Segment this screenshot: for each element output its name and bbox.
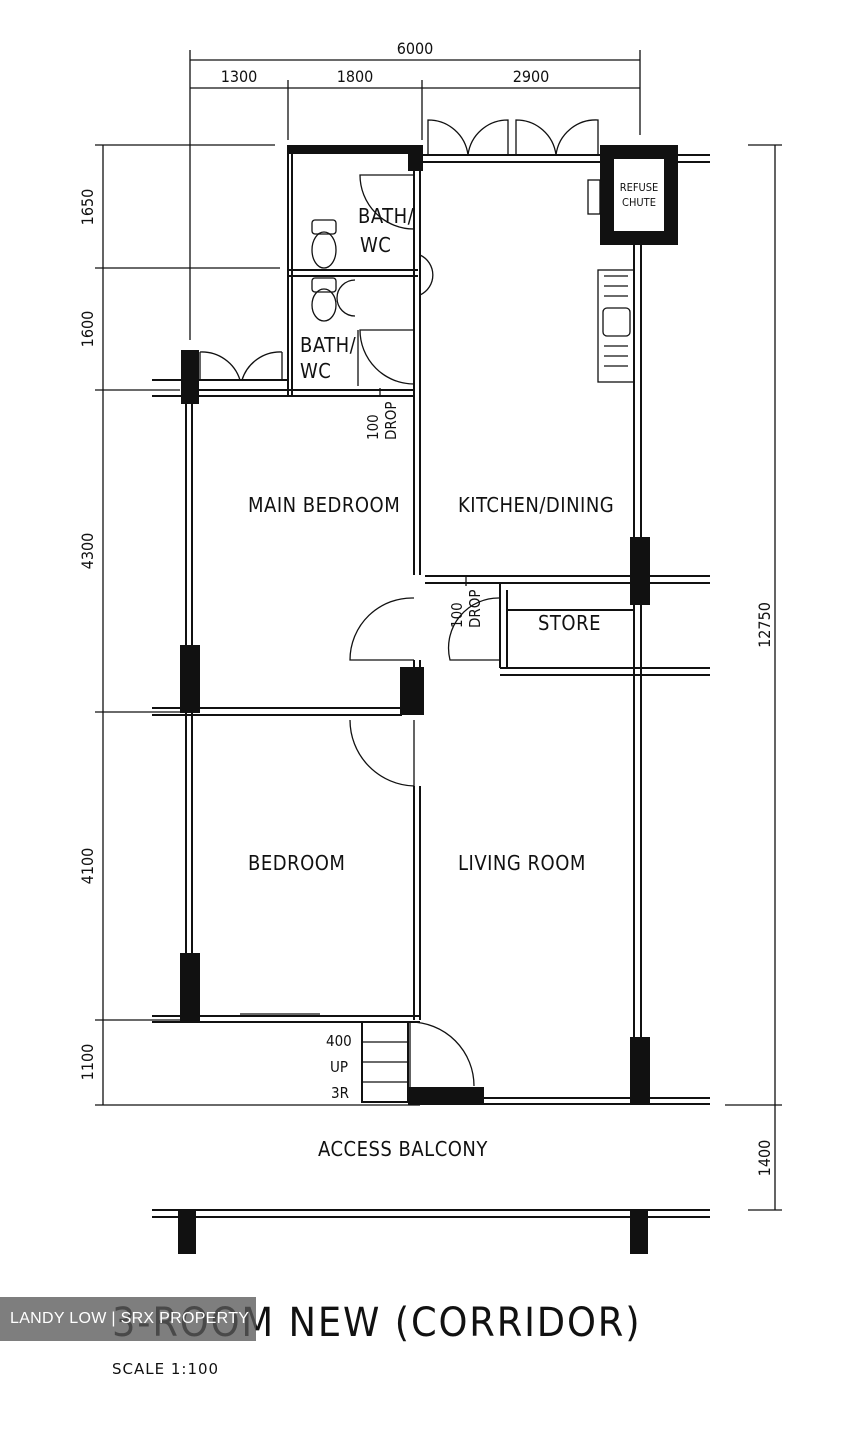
label-bath-1-line1: BATH/	[358, 204, 415, 228]
basin-kitchen	[419, 254, 434, 296]
dim-width-2: 1800	[337, 67, 374, 86]
label-drop-2-text: DROP	[466, 589, 484, 628]
label-main-bedroom: MAIN BEDROOM	[248, 493, 400, 517]
label-bath-1-line2: WC	[360, 233, 391, 257]
doors	[199, 119, 599, 1087]
dim-width-3: 2900	[513, 67, 550, 86]
dim-width-1: 1300	[221, 67, 258, 86]
label-access-balcony: ACCESS BALCONY	[318, 1137, 488, 1161]
dim-total-width: 6000	[397, 39, 434, 58]
label-kitchen-dining: KITCHEN/DINING	[458, 493, 614, 517]
dim-height-4: 4100	[78, 848, 97, 885]
toilet-2	[311, 277, 337, 322]
dim-height-3: 4300	[78, 533, 97, 570]
kitchen-sink	[597, 269, 635, 383]
dim-height-1: 1650	[78, 189, 97, 226]
watermark-banner: LANDY LOW | SRX PROPERTY	[0, 1297, 256, 1341]
dim-total-height: 12750	[755, 602, 774, 648]
toilet-1	[311, 219, 337, 269]
right-dimensions: 12750 1400	[725, 144, 782, 1211]
label-drop-1-value: 100	[364, 414, 382, 440]
label-refuse-chute-line2: CHUTE	[622, 196, 656, 209]
label-drop-2-value: 100	[448, 602, 466, 628]
label-bedroom: BEDROOM	[248, 851, 345, 875]
label-store: STORE	[538, 611, 601, 635]
left-dimensions: 1650 1600 4300 4100 1100	[78, 144, 420, 1106]
label-step-up: UP	[330, 1058, 348, 1076]
floor-plan-drawing: 6000 1300 1800 2900 1650 1600 4300 4100 …	[78, 39, 782, 1254]
label-drop-1-text: DROP	[382, 401, 400, 440]
plan-scale: SCALE 1:100	[112, 1360, 220, 1378]
room-labels: BATH/ WC BATH/ WC 100 DROP MAIN BEDROOM …	[248, 181, 658, 1161]
refuse-hopper	[587, 179, 601, 215]
label-step-height: 400	[326, 1032, 352, 1050]
fixtures	[311, 179, 635, 586]
label-refuse-chute-line1: REFUSE	[620, 181, 659, 194]
dim-height-5: 1100	[78, 1044, 97, 1081]
dim-height-6: 1400	[755, 1140, 774, 1177]
label-step-risers: 3R	[331, 1084, 349, 1102]
basin-bath	[336, 279, 356, 317]
label-bath-2-line2: WC	[300, 359, 331, 383]
label-bath-2-line1: BATH/	[300, 333, 357, 357]
dim-height-2: 1600	[78, 311, 97, 348]
walls	[152, 145, 710, 1254]
label-living-room: LIVING ROOM	[458, 851, 586, 875]
top-dimensions: 6000 1300 1800 2900	[189, 39, 641, 340]
